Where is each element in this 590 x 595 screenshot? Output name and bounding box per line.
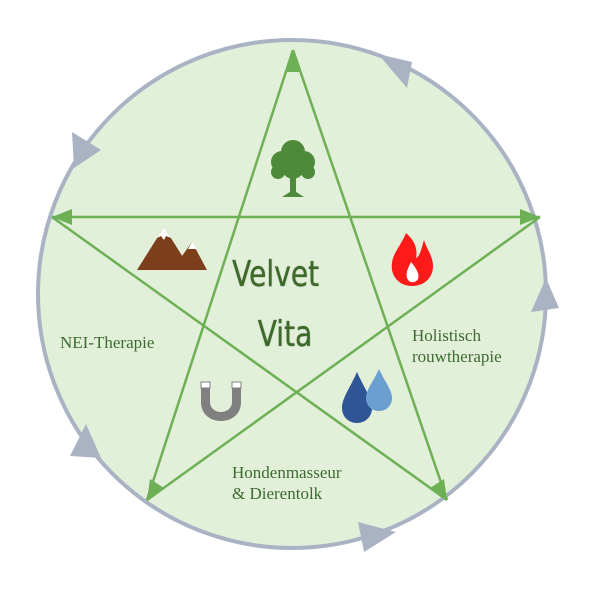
tree-icon [271,140,315,197]
cycle-arrow-left-bottom [70,424,101,458]
label-honden-line-1: Hondenmasseur [232,463,342,482]
star-line-left-to-bottom-right [51,215,448,502]
label-hondenmasseur-dierentolk: Hondenmasseur & Dierentolk [232,462,342,504]
star-line-top-to-bottom-left [145,49,295,501]
star-line-bottom-left-to-right [146,215,541,502]
star-arrow-top [285,50,301,72]
label-holistisch-line-2: rouwtherapie [412,347,502,366]
label-honden-line-2: & Dierentolk [232,484,323,503]
star-line-bottom-right-to-top [291,49,449,501]
star-arrow-bottom-right [430,479,447,500]
label-holistisch-line-1: Holistisch [412,326,481,345]
star-arrow-right [520,209,540,225]
title-line-1: Velvet [232,254,320,295]
title-line-2: Vita [257,314,313,355]
mountain-icon [137,227,207,270]
fire-icon [391,233,433,286]
star-arrow-bottom-left [147,479,164,500]
cycle-arrow-top-right [378,54,412,88]
magnet-icon [200,381,242,421]
cycle-arrow-bottom [358,522,396,552]
label-nei-therapie: NEI-Therapie [60,332,154,353]
water-drops-icon [342,369,392,423]
cycle-arrow-right [531,278,559,312]
star-arrow-left [52,209,72,225]
cycle-arrow-left-top [72,132,101,168]
label-nei-text: NEI-Therapie [60,333,155,352]
star-arrowheads [52,50,540,500]
label-holistisch-rouwtherapie: Holistisch rouwtherapie [412,325,502,367]
pentagram [51,49,541,502]
